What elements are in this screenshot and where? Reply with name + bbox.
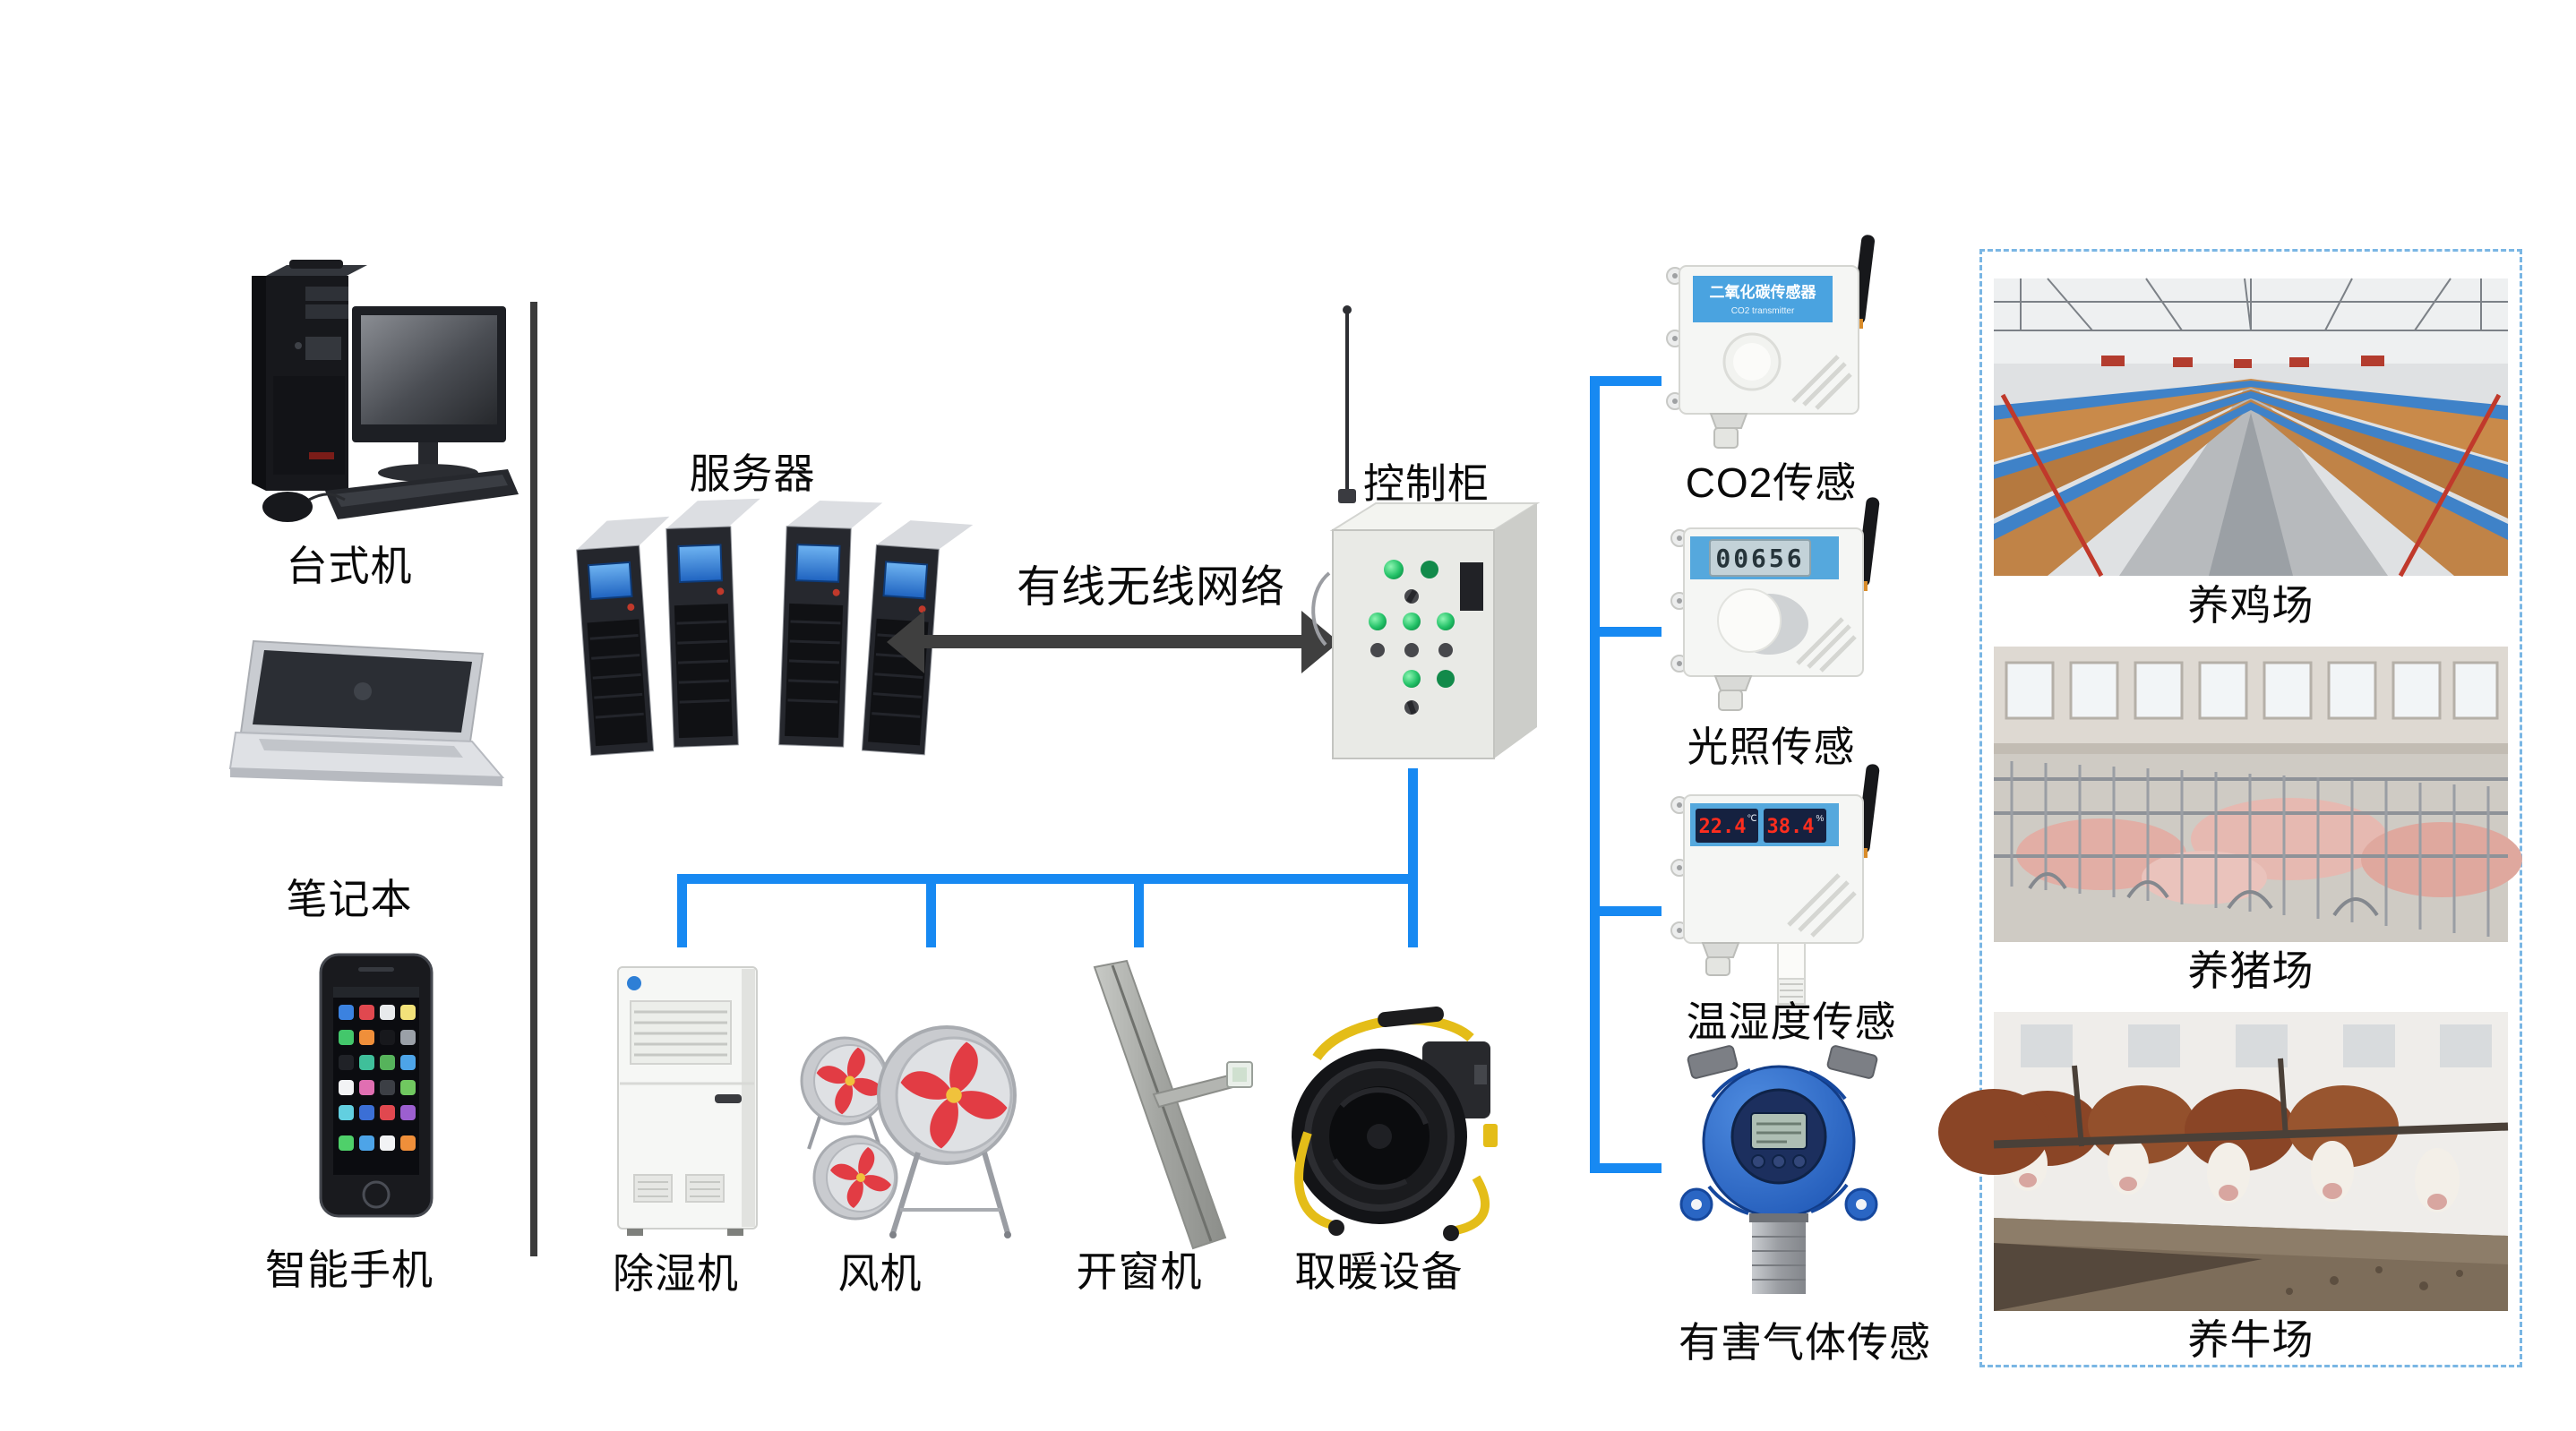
laptop-label: 笔记本 xyxy=(286,876,413,922)
humidity-unit: % xyxy=(1816,814,1825,824)
co2-sensor-illustration: 二氧化碳传感器 CO2 transmitter xyxy=(1666,235,1875,449)
humidity-display: 38.4 xyxy=(1767,816,1815,838)
light-sensor-display: 00656 xyxy=(1715,544,1804,573)
control-cabinet-illustration xyxy=(1311,305,1541,759)
sensor-stub-light xyxy=(1590,627,1662,637)
phone-label: 智能手机 xyxy=(265,1247,434,1293)
laptop-illustration xyxy=(228,639,505,786)
chicken-farm-label: 养鸡场 xyxy=(2187,582,2314,629)
gas-sensor-illustration xyxy=(1679,1045,1878,1294)
temp-humidity-sensor-illustration: 22.4 ℃ 38.4 % xyxy=(1670,764,1880,1005)
client-bus-line xyxy=(530,302,537,1256)
desktop-label: 台式机 xyxy=(286,543,413,589)
cabinet-label: 控制柜 xyxy=(1363,460,1490,507)
pig-farm-label: 养猪场 xyxy=(2187,947,2314,994)
sensor-bus-vertical xyxy=(1590,376,1600,1173)
temp-unit: ℃ xyxy=(1747,814,1756,824)
temp-display: 22.4 xyxy=(1699,816,1747,838)
gas-sensor-label: 有害气体传感 xyxy=(1679,1319,1931,1366)
farm-sites-panel xyxy=(1979,249,2522,1367)
heater-label: 取暖设备 xyxy=(1294,1248,1464,1295)
heater-illustration xyxy=(1292,1006,1498,1241)
dehumidifier-illustration xyxy=(617,966,758,1236)
sensor-stub-temp xyxy=(1590,906,1662,916)
sensor-stub-gas xyxy=(1590,1163,1662,1173)
temp-humidity-sensor-label: 温湿度传感 xyxy=(1686,998,1897,1045)
fan-illustration xyxy=(800,1025,1017,1238)
pig-farm-photo xyxy=(1994,647,2522,942)
smartphone-illustration xyxy=(319,953,434,1218)
server-label: 服务器 xyxy=(689,450,816,497)
co2-sensor-label: CO2传感 xyxy=(1685,459,1858,506)
actuator-drop-fan xyxy=(926,882,936,947)
sensor-stub-co2 xyxy=(1590,376,1662,386)
actuator-drop-window-opener xyxy=(1134,882,1144,947)
fan-label: 风机 xyxy=(837,1250,923,1297)
server-cluster-illustration xyxy=(576,498,974,757)
network-arrow-icon xyxy=(887,611,1339,673)
dehumidifier-label: 除湿机 xyxy=(613,1250,739,1297)
light-sensor-label: 光照传感 xyxy=(1687,724,1856,770)
desktop-computer-illustration xyxy=(252,260,519,522)
cattle-farm-label: 养牛场 xyxy=(2187,1316,2314,1363)
actuator-bus-horizontal xyxy=(677,874,1418,884)
light-sensor-illustration: 00656 xyxy=(1670,497,1880,711)
window-opener-illustration xyxy=(1093,959,1253,1250)
co2-device-subtitle: CO2 transmitter xyxy=(1731,306,1795,316)
cattle-farm-photo xyxy=(1938,1012,2509,1311)
actuator-drop-heater xyxy=(1408,882,1418,947)
network-label: 有线无线网络 xyxy=(1016,563,1285,612)
window-opener-label: 开窗机 xyxy=(1076,1248,1203,1295)
chicken-farm-photo xyxy=(1994,278,2508,578)
co2-device-title: 二氧化碳传感器 xyxy=(1710,283,1817,301)
actuator-bus-drop-from-cabinet xyxy=(1408,768,1418,883)
actuator-drop-dehumidifier xyxy=(677,882,687,947)
